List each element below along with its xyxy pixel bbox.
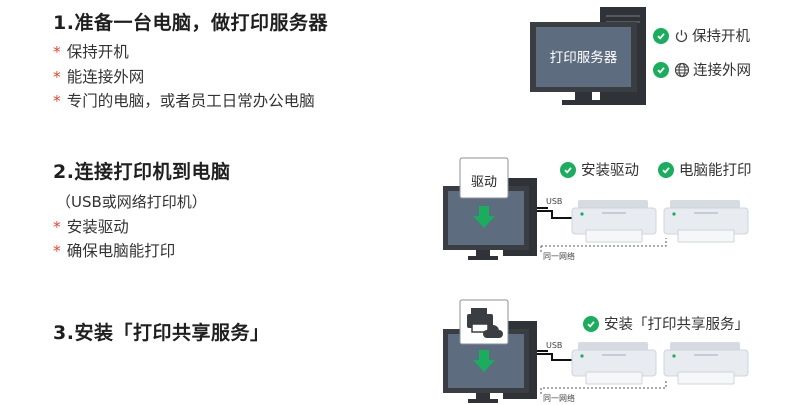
server-screen <box>536 27 631 87</box>
printer-1 <box>571 199 657 243</box>
badge-text: 电脑能打印 <box>679 163 752 179</box>
badge-can-print: 电脑能打印 <box>658 159 752 180</box>
badge-text: 连接外网 <box>693 63 751 79</box>
badge-keep-on: 保持开机 <box>653 25 750 46</box>
usb-cable <box>537 350 576 361</box>
share-computer-illustration <box>443 299 749 403</box>
server-screen-label: 打印服务器 <box>549 50 618 66</box>
network-line <box>540 238 667 252</box>
step3-title: 3.安装「打印共享服务」 <box>53 322 270 344</box>
bullet-text: 保持开机 <box>66 43 129 61</box>
check-icon <box>653 61 669 78</box>
badge-internet: 连接外网 <box>653 59 751 80</box>
bullet-text: 专门的电脑，或者员工日常办公电脑 <box>66 92 315 110</box>
bullet-star: * <box>53 242 61 260</box>
network-label: 同一网络 <box>543 252 575 261</box>
step1-bullet-3: * 专门的电脑，或者员工日常办公电脑 <box>53 89 315 111</box>
step2-bullet-1: * 安装驱动 <box>53 215 129 237</box>
step2-note: （USB或网络打印机） <box>56 193 207 211</box>
usb-label: USB <box>546 197 563 206</box>
driver-card <box>459 157 509 199</box>
step2-bullet-2: * 确保电脑能打印 <box>53 239 175 261</box>
network-label: 同一网络 <box>543 394 575 403</box>
bullet-star: * <box>53 218 61 236</box>
badge-text: 安装「打印共享服务」 <box>604 317 749 333</box>
bullet-text: 确保电脑能打印 <box>66 242 176 260</box>
usb-label: USB <box>546 341 563 350</box>
badge-text: 保持开机 <box>692 29 750 45</box>
bullet-star: * <box>53 43 61 61</box>
check-icon <box>560 161 576 178</box>
check-icon <box>658 161 674 178</box>
badge-text: 安装驱动 <box>581 163 639 179</box>
bullet-star: * <box>53 92 61 110</box>
server-computer-illustration <box>530 7 646 105</box>
driver-card-label: 驱动 <box>470 175 497 190</box>
download-arrow-icon <box>473 350 495 372</box>
printer-cloud-icon <box>467 308 503 338</box>
step1-bullet-1: * 保持开机 <box>53 40 129 62</box>
printer-1 <box>571 341 657 385</box>
printer-2 <box>663 199 749 243</box>
network-line <box>540 380 667 394</box>
bullet-text: 安装驱动 <box>66 218 129 236</box>
printer-2 <box>663 341 749 385</box>
step2-title: 2.连接打印机到电脑 <box>53 161 231 183</box>
driver-computer-illustration <box>443 157 749 260</box>
globe-icon <box>674 62 690 78</box>
check-icon <box>653 27 669 44</box>
bullet-star: * <box>53 68 61 86</box>
step1-bullet-2: * 能连接外网 <box>53 65 144 87</box>
badge-install-share-service: 安装「打印共享服务」 <box>583 313 749 334</box>
download-arrow-icon <box>473 206 495 228</box>
check-icon <box>583 315 599 332</box>
usb-cable <box>537 207 576 219</box>
power-icon <box>674 28 689 43</box>
badge-install-driver: 安装驱动 <box>560 159 639 180</box>
step1-title: 1.准备一台电脑，做打印服务器 <box>53 12 328 34</box>
bullet-text: 能连接外网 <box>66 68 145 86</box>
